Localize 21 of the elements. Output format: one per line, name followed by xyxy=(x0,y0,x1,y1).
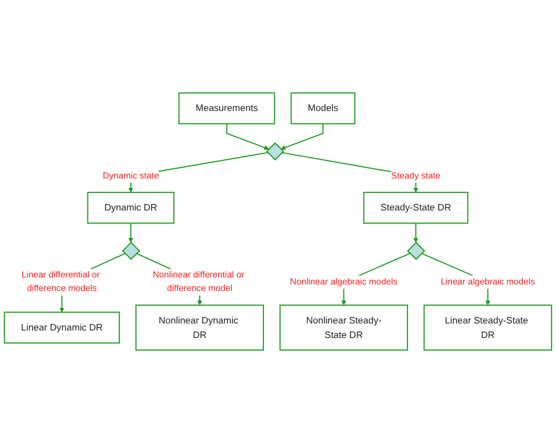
node-box: Dynamic DR xyxy=(87,192,174,224)
node-box: Nonlinear Dynamic DR xyxy=(135,304,264,351)
edge-label: Dynamic state xyxy=(102,171,159,180)
edge-label: Linear algebraic models xyxy=(440,277,535,287)
node-box: Linear Steady-State DR xyxy=(424,304,552,351)
arrow xyxy=(413,223,418,243)
node-box: Nonlinear Steady-State DR xyxy=(280,304,408,351)
arrow xyxy=(280,124,324,150)
arrow xyxy=(226,124,270,150)
edge-label: Steady state xyxy=(391,171,440,180)
edge-label: Linear differential or difference models xyxy=(22,270,100,294)
arrow xyxy=(128,223,134,243)
node-diamond xyxy=(407,242,426,260)
node-diamond xyxy=(122,242,140,260)
node-box: Models xyxy=(290,92,356,124)
node-diamond xyxy=(266,142,284,160)
node-box: Linear Dynamic DR xyxy=(4,312,120,344)
node-box: Steady-State DR xyxy=(363,192,468,224)
node-box: Measurements xyxy=(178,92,276,124)
edge-label: Nonlinear algebraic models xyxy=(290,277,398,287)
edge-label: Nonlinear differential or difference model xyxy=(152,270,244,294)
